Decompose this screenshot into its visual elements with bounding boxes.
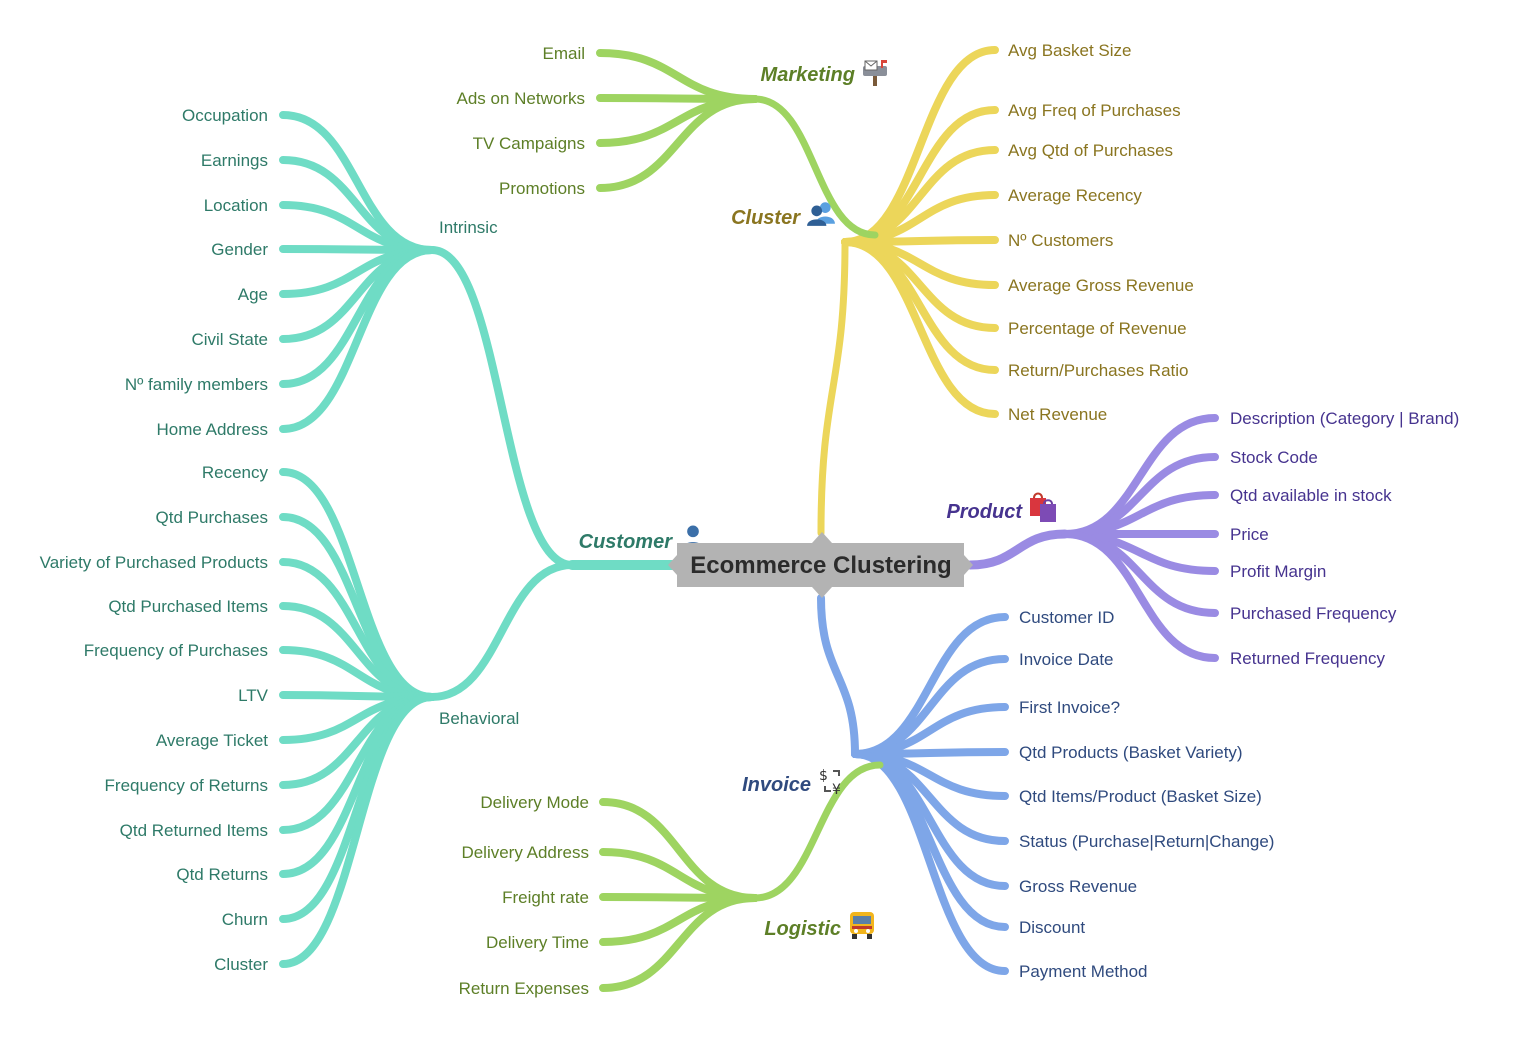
behavioral-item[interactable]: Churn [222, 910, 268, 929]
intrinsic-item[interactable]: Earnings [201, 151, 268, 170]
link-marketing-0 [596, 49, 759, 103]
sub-behavioral-label[interactable]: Behavioral [439, 709, 519, 728]
intrinsic-item[interactable]: Home Address [157, 420, 269, 439]
logistic-item[interactable]: Delivery Time [486, 933, 589, 952]
link-cluster-8 [841, 238, 999, 418]
behavioral-item[interactable]: Average Ticket [156, 731, 268, 750]
logistic-item[interactable]: Return Expenses [459, 979, 589, 998]
product-item[interactable]: Purchased Frequency [1230, 604, 1397, 623]
sub-intrinsic-label[interactable]: Intrinsic [439, 218, 498, 237]
link-customer-behavioral [428, 561, 576, 701]
link-cluster-0 [841, 46, 999, 246]
invoice-item[interactable]: Gross Revenue [1019, 877, 1137, 896]
link-marketing-3 [596, 95, 759, 192]
intrinsic-item[interactable]: Nº family members [125, 375, 268, 394]
invoice-item[interactable]: Status (Purchase|Return|Change) [1019, 832, 1274, 851]
behavioral-item[interactable]: Variety of Purchased Products [40, 553, 268, 572]
link-behavioral-10 [279, 693, 436, 923]
invoice-item[interactable]: Customer ID [1019, 608, 1114, 627]
invoice-item[interactable]: Qtd Products (Basket Variety) [1019, 743, 1243, 762]
product-item[interactable]: Description (Category | Brand) [1230, 409, 1459, 428]
logistic-item[interactable]: Delivery Mode [480, 793, 589, 812]
link-behavioral-11 [279, 693, 436, 968]
branch-marketing-label[interactable]: Marketing [761, 64, 855, 86]
root-node[interactable]: Ecommerce Clustering [668, 532, 973, 598]
link-invoice-logistic [751, 761, 884, 902]
link-behavioral-0 [279, 468, 436, 701]
cluster-item[interactable]: Avg Qtd of Purchases [1008, 141, 1173, 160]
behavioral-item[interactable]: Qtd Returned Items [120, 821, 268, 840]
intrinsic-item[interactable]: Occupation [182, 106, 268, 125]
link-root-product [965, 529, 1070, 570]
bus-icon [850, 912, 874, 939]
link-logistic-4 [599, 894, 759, 992]
invoice-item[interactable]: Invoice Date [1019, 650, 1114, 669]
link-customer-intrinsic [428, 246, 576, 569]
invoice-item[interactable]: First Invoice? [1019, 698, 1120, 717]
invoice-item[interactable]: Discount [1019, 918, 1085, 937]
branch-customer-label[interactable]: Customer [579, 531, 674, 553]
intrinsic-item[interactable]: Location [204, 196, 268, 215]
link-root-cluster [817, 238, 849, 537]
branch-cluster-label[interactable]: Cluster [731, 207, 801, 229]
cluster-item[interactable]: Percentage of Revenue [1008, 319, 1187, 338]
invoice-item[interactable]: Qtd Items/Product (Basket Size) [1019, 787, 1262, 806]
intrinsic-item[interactable]: Gender [211, 240, 268, 259]
product-item[interactable]: Profit Margin [1230, 562, 1326, 581]
intrinsic-item[interactable]: Age [238, 285, 268, 304]
mailbox-icon [862, 59, 888, 86]
branch-product-label[interactable]: Product [946, 501, 1023, 523]
behavioral-item[interactable]: Cluster [214, 955, 268, 974]
cluster-item[interactable]: Net Revenue [1008, 405, 1107, 424]
link-invoice-8 [851, 750, 1009, 975]
link-cluster-marketing [751, 95, 879, 239]
root-title: Ecommerce Clustering [690, 552, 951, 579]
behavioral-item[interactable]: Qtd Returns [176, 865, 268, 884]
cluster-item[interactable]: Return/Purchases Ratio [1008, 361, 1188, 380]
branch-invoice-label[interactable]: Invoice [742, 774, 811, 796]
currency-exchange-icon [819, 767, 842, 795]
intrinsic-item[interactable]: Civil State [191, 330, 268, 349]
marketing-item[interactable]: Email [542, 44, 585, 63]
cluster-item[interactable]: Average Gross Revenue [1008, 276, 1194, 295]
cluster-item[interactable]: Nº Customers [1008, 231, 1113, 250]
logistic-item[interactable]: Freight rate [502, 888, 589, 907]
cluster-item[interactable]: Avg Basket Size [1008, 41, 1131, 60]
behavioral-item[interactable]: Recency [202, 463, 269, 482]
cluster-item[interactable]: Avg Freq of Purchases [1008, 101, 1181, 120]
behavioral-item[interactable]: LTV [238, 686, 269, 705]
behavioral-item[interactable]: Frequency of Purchases [84, 641, 268, 660]
link-root-invoice [817, 594, 859, 758]
behavioral-item[interactable]: Qtd Purchased Items [108, 597, 268, 616]
shopping-bags-icon [1029, 492, 1057, 522]
link-intrinsic-7 [279, 246, 436, 433]
root-box [677, 543, 964, 587]
behavioral-item[interactable]: Qtd Purchases [156, 508, 268, 527]
marketing-item[interactable]: TV Campaigns [473, 134, 585, 153]
branch-logistic-label[interactable]: Logistic [764, 918, 841, 940]
product-item[interactable]: Price [1230, 525, 1269, 544]
product-item[interactable]: Stock Code [1230, 448, 1318, 467]
behavioral-item[interactable]: Frequency of Returns [105, 776, 268, 795]
logistic-item[interactable]: Delivery Address [461, 843, 589, 862]
invoice-item[interactable]: Payment Method [1019, 962, 1148, 981]
marketing-item[interactable]: Promotions [499, 179, 585, 198]
marketing-item[interactable]: Ads on Networks [457, 89, 586, 108]
link-product-6 [1061, 530, 1219, 662]
product-item[interactable]: Qtd available in stock [1230, 486, 1392, 505]
cluster-item[interactable]: Average Recency [1008, 186, 1142, 205]
product-item[interactable]: Returned Frequency [1230, 649, 1385, 668]
